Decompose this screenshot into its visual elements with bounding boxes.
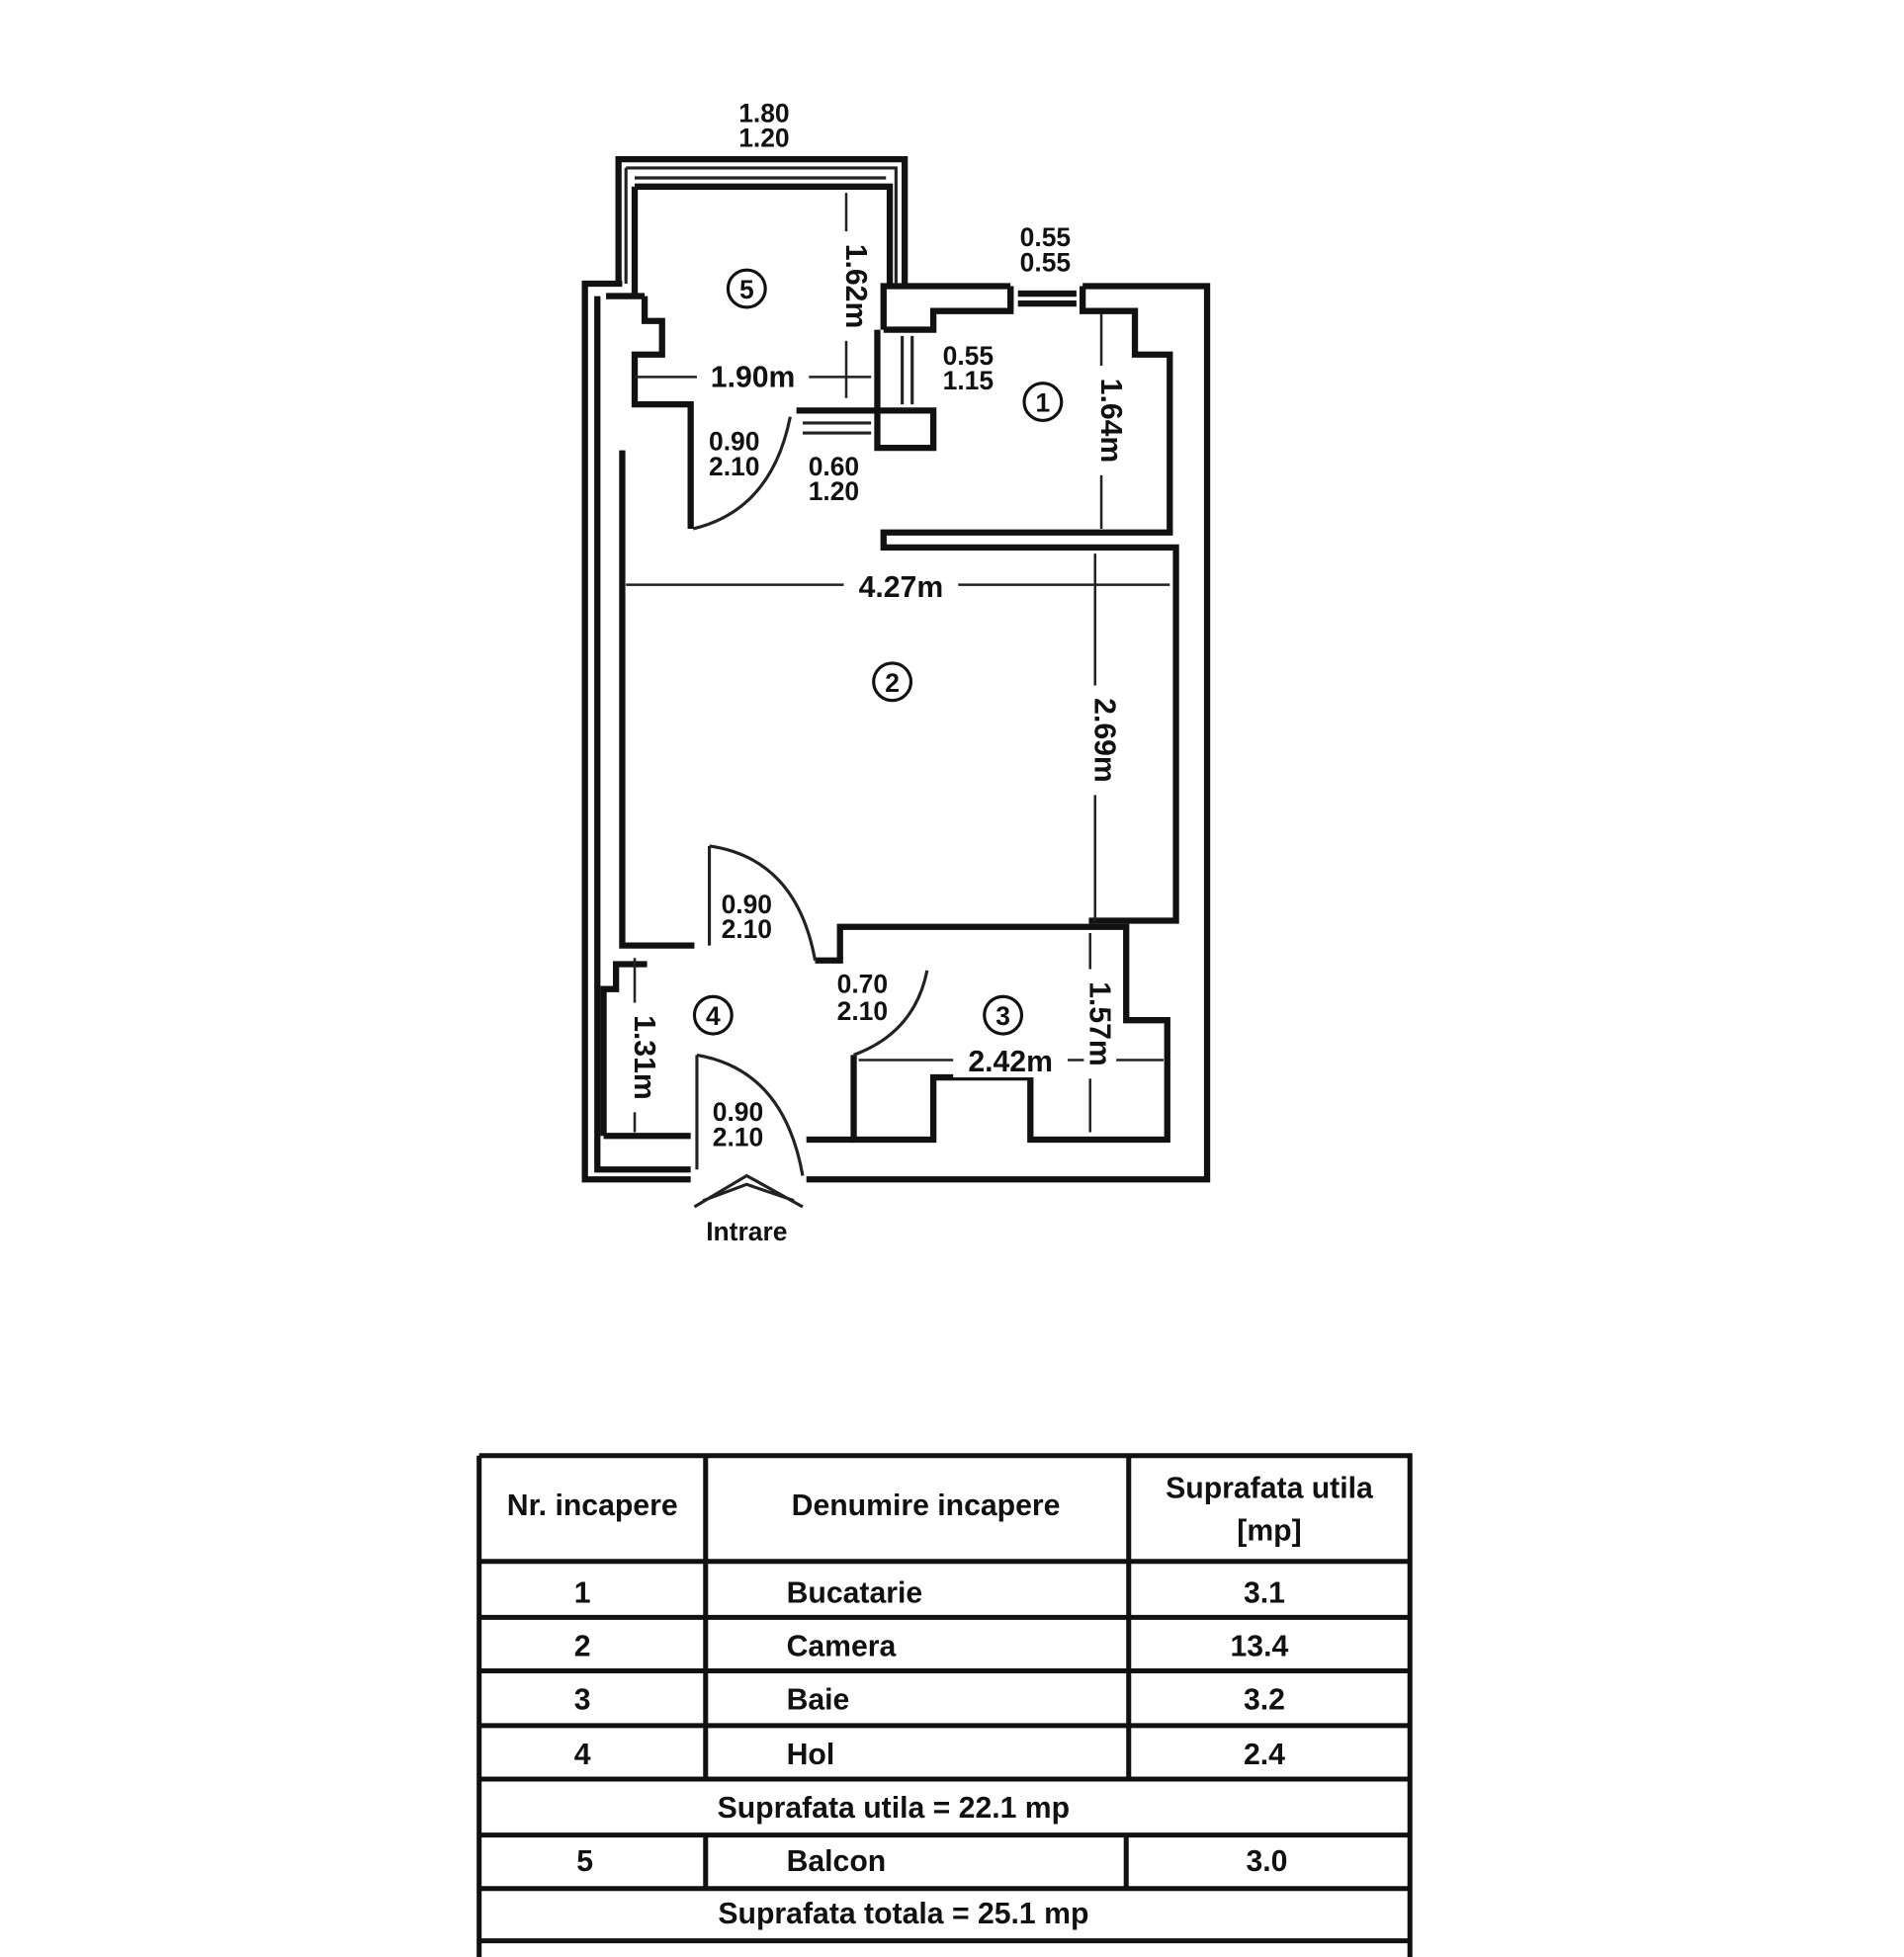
room-width-dim: 4.27m: [859, 571, 944, 604]
row-name: Baie: [787, 1684, 850, 1717]
balcony-window-height: 1.20: [738, 124, 789, 153]
door-swings: [692, 416, 929, 1209]
table-row: 5 Balcon 3.0: [576, 1845, 1287, 1878]
entry-door-height: 2.10: [713, 1122, 763, 1151]
dimension-labels: 1.90m 4.27m 2.42m 1.62m 1.64m 2.69m 1.57…: [628, 231, 1128, 1113]
subtotal-row: Suprafata utila = 22.1 mp: [718, 1792, 1071, 1825]
entrance-label: Intrare: [706, 1217, 787, 1246]
table-row: 1 Bucatarie 3.1: [574, 1576, 1285, 1609]
header-area: Suprafata utila: [1166, 1473, 1373, 1505]
balcony-window2-height: 1.20: [809, 476, 859, 506]
row-area: 13.4: [1231, 1630, 1289, 1662]
opening-labels: 1.80 1.20 0.55 0.55 0.55 1.15 0.90 2.10 …: [706, 98, 1071, 1246]
table-row: 4 Hol 2.4: [574, 1739, 1285, 1771]
kitchen-window-height: 0.55: [1020, 247, 1071, 277]
row-nr: 3: [574, 1684, 591, 1717]
room-number-2: 2: [885, 668, 900, 698]
room-door-height: 2.10: [722, 914, 772, 944]
header-room-number: Nr. incapere: [507, 1489, 678, 1522]
row-name: Camera: [787, 1630, 897, 1662]
row-nr: 4: [574, 1739, 591, 1771]
balcony-height-dim: 1.62m: [839, 244, 872, 329]
balcony-width-dim: 1.90m: [711, 361, 796, 393]
bath-door-width: 0.70: [837, 969, 888, 998]
balcony-door-width: 0.90: [709, 427, 759, 457]
row-nr: 2: [574, 1630, 591, 1662]
balcony-door-height: 2.10: [709, 452, 759, 481]
total-row: Suprafata totala = 25.1 mp: [718, 1898, 1088, 1930]
room-number-5: 5: [739, 275, 754, 304]
table-row: 3 Baie 3.2: [574, 1684, 1285, 1717]
room-number-3: 3: [995, 1001, 1010, 1031]
kitchen-door-width: 0.55: [943, 341, 994, 371]
row-name: Bucatarie: [787, 1576, 923, 1609]
row-nr: 1: [574, 1576, 591, 1609]
room-number-4: 4: [706, 1001, 721, 1031]
hall-height-dim: 1.31m: [628, 1015, 660, 1100]
bath-door-height: 2.10: [837, 996, 888, 1026]
row-name: Balcon: [787, 1845, 887, 1878]
row-name: Hol: [787, 1739, 835, 1771]
walls: [581, 155, 1211, 1183]
area-table: Nr. incapere Denumire incapere Suprafata…: [476, 1453, 1413, 1957]
table-row: 2 Camera 13.4: [574, 1630, 1289, 1662]
row-area: 2.4: [1244, 1739, 1285, 1771]
kitchen-height-dim: 1.64m: [1094, 379, 1127, 464]
balcony-window2-width: 0.60: [809, 452, 859, 481]
row-area: 3.0: [1246, 1845, 1287, 1878]
room-number-1: 1: [1036, 388, 1051, 418]
room-height-dim: 2.69m: [1088, 698, 1121, 783]
header-area-unit: [mp]: [1237, 1514, 1301, 1547]
row-nr: 5: [576, 1845, 593, 1878]
bath-width-dim: 2.42m: [968, 1046, 1053, 1078]
row-area: 3.2: [1244, 1684, 1285, 1717]
room-door-width: 0.90: [722, 890, 772, 919]
bath-height-dim: 1.57m: [1083, 981, 1116, 1066]
entry-door-width: 0.90: [713, 1097, 763, 1127]
kitchen-window-width: 0.55: [1020, 222, 1071, 252]
balcony-window-width: 1.80: [738, 98, 789, 128]
header-room-name: Denumire incapere: [792, 1489, 1061, 1522]
row-area: 3.1: [1244, 1576, 1285, 1609]
room-number-markers: 1 2 3 4 5: [692, 268, 1064, 1036]
kitchen-door-height: 1.15: [943, 366, 994, 395]
